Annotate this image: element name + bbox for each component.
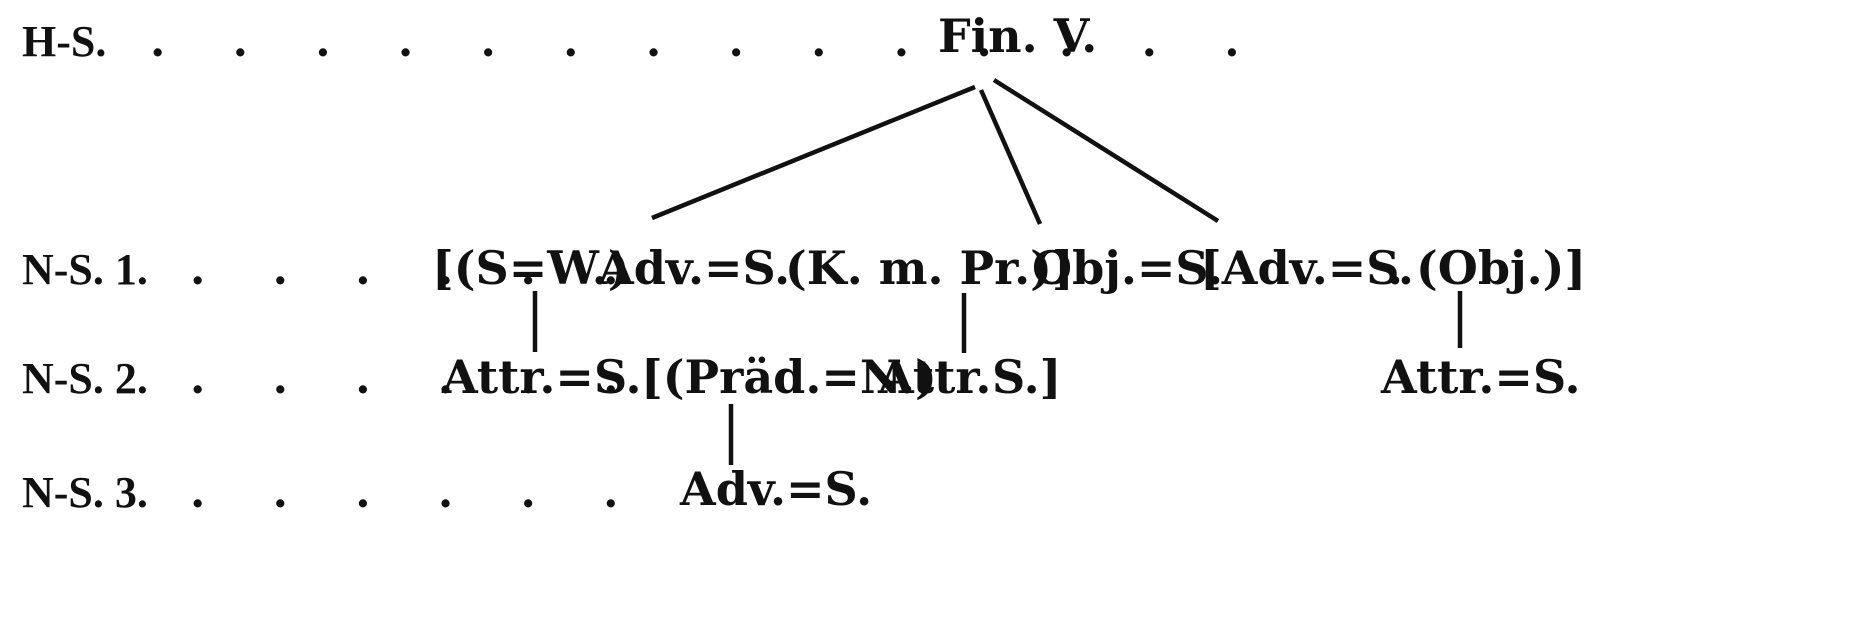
node-root: Fin. V. [938, 9, 1097, 63]
edge-root-advs2 [992, 78, 1220, 223]
node-n1-sw: [(S=W.) [432, 241, 630, 295]
node-n1-advs2: [Adv.=S. [1200, 241, 1414, 295]
node-n2-attr: Attr. [877, 350, 991, 404]
level-label-hs: H-S. [22, 17, 106, 66]
edge-root-advs [651, 84, 976, 221]
edge-root-objs [978, 89, 1043, 225]
node-n1-kmpr: (K. m. Pr.)] [785, 241, 1074, 295]
edges [532, 78, 1463, 465]
node-n2-s: S.] [992, 350, 1061, 404]
level-label-ns2: N-S. 2. [22, 354, 148, 403]
node-n2-attrs2: Attr.=S. [1380, 350, 1581, 404]
level-label-ns3: N-S. 3. [22, 468, 148, 517]
level-dots-ns1: . . . . . . [190, 244, 645, 295]
node-n3-advs: Adv.=S. [679, 462, 872, 516]
level-dots-ns2: . . . . . . [190, 353, 645, 404]
node-n2-attrs: Attr.=S. [441, 350, 642, 404]
node-n1-objs: Obj.=S. [1032, 241, 1223, 295]
node-n2-praed: [(Präd.=N.) [641, 350, 937, 404]
nodes: Fin. V. [(S=W.) Adv.=S. (K. m. Pr.)] Obj… [432, 9, 1586, 516]
node-n1-obj: (Obj.)] [1416, 241, 1586, 295]
level-dots-hs: . . . . . . . . . . . . . . [150, 16, 1266, 67]
level-label-ns1: N-S. 1. [22, 245, 148, 294]
node-n1-sep: . [1387, 241, 1403, 295]
node-n1-advs: Adv.=S. [597, 241, 790, 295]
level-labels: H-S. . . . . . . . . . . . . . . N-S. 1.… [22, 16, 1266, 518]
level-dots-ns3: . . . . . . [190, 467, 645, 518]
